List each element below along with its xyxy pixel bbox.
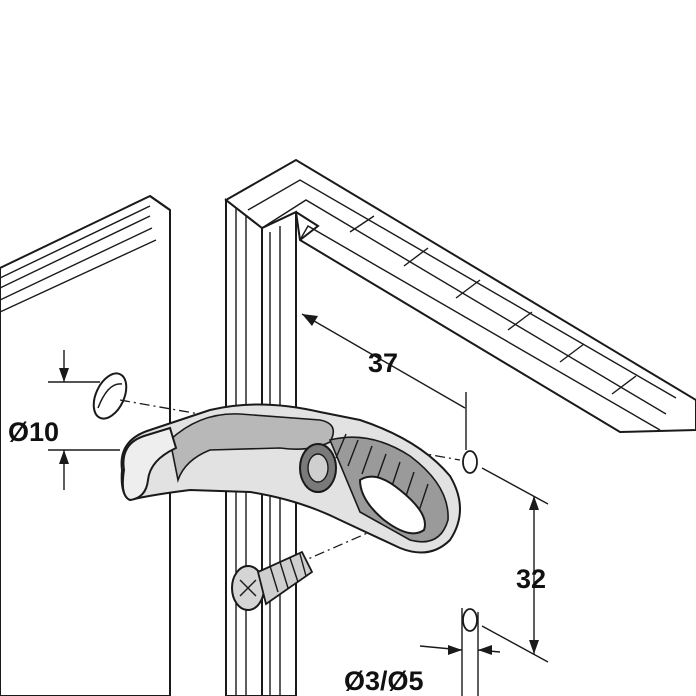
screw bbox=[231, 550, 314, 611]
hole-diameter-dimension: Ø10 bbox=[8, 350, 120, 490]
carcass-hole-upper bbox=[462, 450, 478, 474]
hole-diameter-label: Ø10 bbox=[8, 417, 59, 447]
connector-fitting bbox=[120, 403, 461, 554]
distance-37-dimension: 37 bbox=[301, 313, 467, 450]
screw-diameter-dimension: Ø3/Ø5 bbox=[344, 608, 501, 696]
distance-vertical-label: 32 bbox=[516, 564, 546, 594]
distance-32-dimension: 32 bbox=[481, 467, 549, 663]
screw-diameters-label: Ø3/Ø5 bbox=[344, 666, 424, 696]
door-hole bbox=[92, 372, 128, 420]
distance-horizontal-label: 37 bbox=[368, 348, 398, 378]
carcass-hole-lower bbox=[462, 608, 478, 632]
